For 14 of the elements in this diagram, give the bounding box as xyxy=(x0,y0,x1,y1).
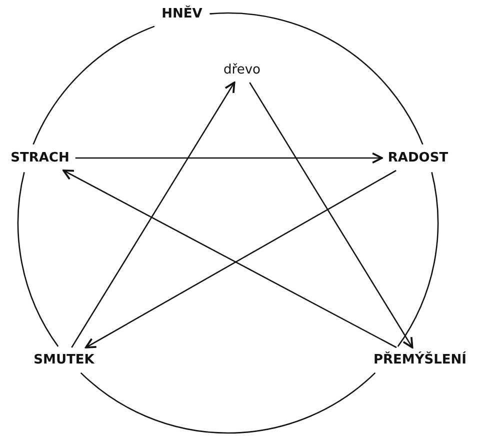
emotion-label: HNĚV xyxy=(160,6,204,22)
emotion-label: SMUTEK xyxy=(32,352,96,368)
arrow xyxy=(75,152,383,164)
circle-arc xyxy=(210,12,424,145)
circle-arc xyxy=(17,172,59,347)
circle-arc xyxy=(397,172,439,347)
emotion-label: dřevo xyxy=(222,62,262,78)
circle-arc xyxy=(80,372,376,434)
arrow xyxy=(71,82,236,348)
emotion-label: RADOST xyxy=(386,150,450,166)
circle-arc xyxy=(32,26,155,145)
emotion-label: STRACH xyxy=(8,150,72,166)
arrow xyxy=(249,82,414,348)
emotion-label: PŘEMÝŠLENÍ xyxy=(372,352,468,368)
